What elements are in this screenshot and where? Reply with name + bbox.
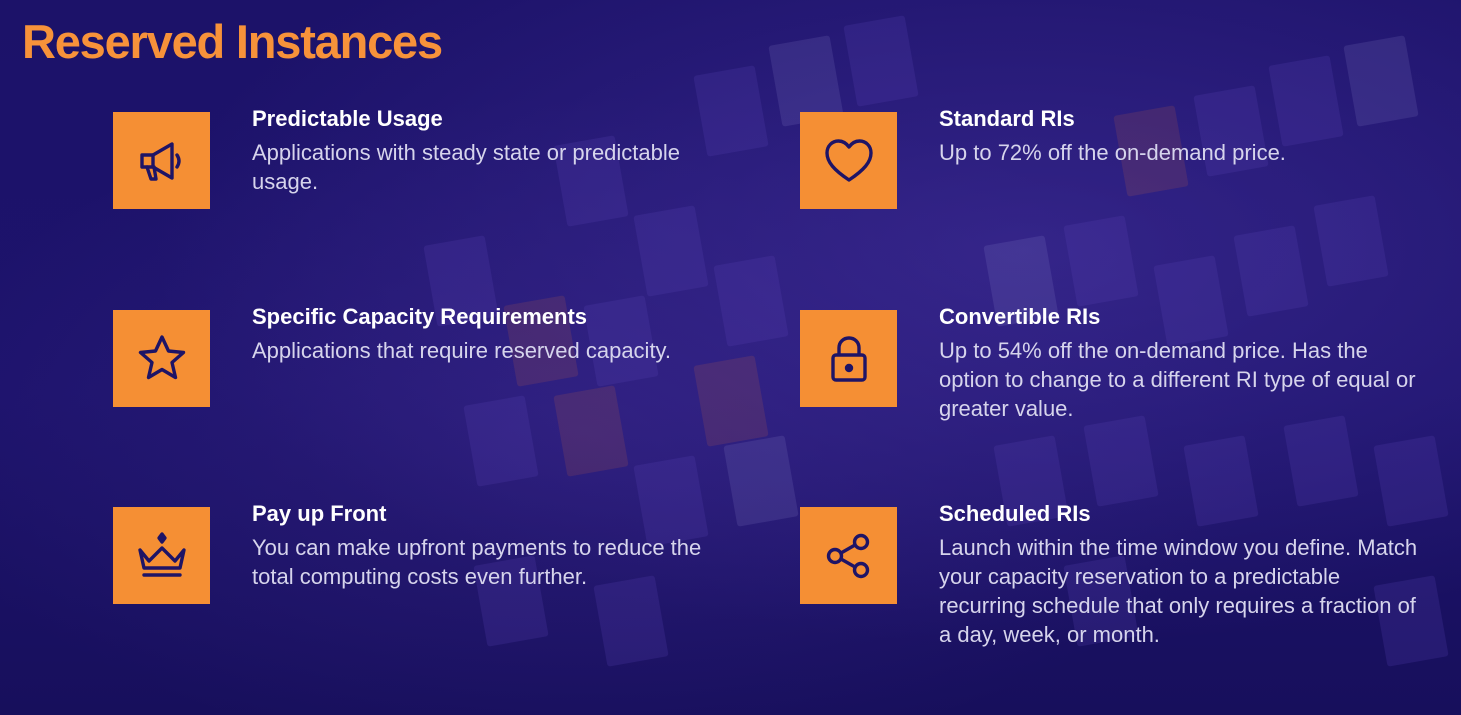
feature-pay-up-front: Pay up Front You can make upfront paymen… — [113, 501, 712, 604]
feature-heading: Specific Capacity Requirements — [252, 304, 588, 329]
feature-specific-capacity: Specific Capacity Requirements Applicati… — [113, 304, 712, 407]
feature-scheduled-ris: Scheduled RIs Launch within the time win… — [800, 501, 1419, 649]
heart-icon — [800, 112, 897, 209]
star-icon — [113, 310, 210, 407]
feature-heading: Convertible RIs — [939, 304, 1101, 329]
page-title: Reserved Instances — [22, 15, 443, 68]
feature-standard-ris: Standard RIs Up to 72% off the on-demand… — [800, 106, 1419, 209]
feature-description: Applications that require reserved capac… — [252, 338, 672, 363]
feature-description: Applications with steady state or predic… — [252, 140, 681, 194]
feature-description: Up to 54% off the on-demand price. Has t… — [939, 338, 1416, 421]
feature-heading: Predictable Usage — [252, 106, 443, 131]
feature-convertible-ris: Convertible RIs Up to 54% off the on-dem… — [800, 304, 1419, 423]
feature-description: Up to 72% off the on-demand price. — [939, 140, 1286, 165]
feature-description: Launch within the time window you define… — [939, 535, 1418, 647]
feature-heading: Pay up Front — [252, 501, 387, 526]
feature-predictable-usage: Predictable Usage Applications with stea… — [113, 106, 712, 209]
share-icon — [800, 507, 897, 604]
feature-heading: Standard RIs — [939, 106, 1075, 131]
crown-icon — [113, 507, 210, 604]
feature-description: You can make upfront payments to reduce … — [252, 535, 702, 589]
feature-heading: Scheduled RIs — [939, 501, 1091, 526]
megaphone-icon — [113, 112, 210, 209]
lock-icon — [800, 310, 897, 407]
